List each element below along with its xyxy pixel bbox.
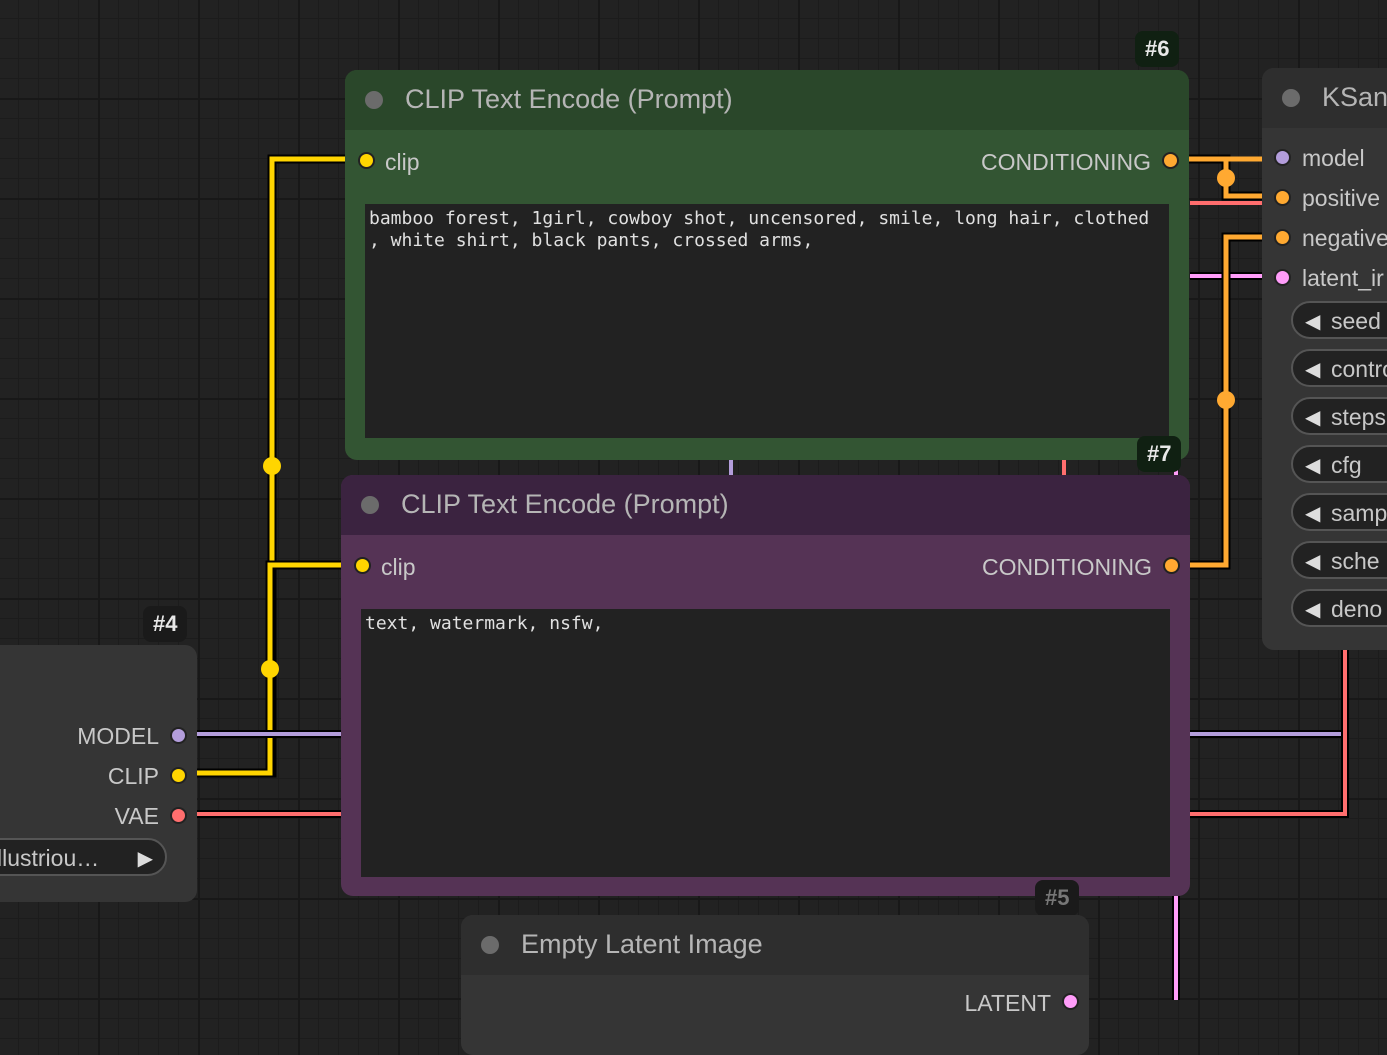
decrement-arrow-icon[interactable]: ◀ xyxy=(1305,599,1321,621)
widget-label: contro xyxy=(1331,356,1387,382)
conditioning-wire-midpoint[interactable] xyxy=(1217,169,1235,187)
prompt-text-area[interactable]: bamboo forest, 1girl, cowboy shot, uncen… xyxy=(365,204,1169,438)
clip-input-slot[interactable] xyxy=(358,152,375,169)
node-title: CLIP Text Encode (Prompt) xyxy=(405,84,733,114)
clip-wire-midpoint[interactable] xyxy=(261,660,279,678)
latent-output-slot[interactable] xyxy=(1062,993,1079,1010)
scheduler-widget[interactable]: ◀ sche xyxy=(1291,541,1387,579)
decrement-arrow-icon[interactable]: ◀ xyxy=(1305,455,1321,477)
latent-input-label: latent_ir xyxy=(1302,265,1384,291)
increment-arrow-icon[interactable]: ▶ xyxy=(137,848,153,870)
conditioning-output-label: CONDITIONING xyxy=(981,149,1151,175)
clip-output-label: CLIP xyxy=(107,763,159,789)
positive-input-slot[interactable] xyxy=(1274,189,1291,206)
decrement-arrow-icon[interactable]: ◀ xyxy=(1305,551,1321,573)
node-title-bar[interactable]: CLIP Text Encode (Prompt) xyxy=(345,70,1189,130)
model-output-slot[interactable] xyxy=(170,727,187,744)
conditioning-wire-midpoint[interactable] xyxy=(1217,391,1235,409)
latent-output-label: LATENT xyxy=(964,990,1051,1016)
conditioning-output-slot[interactable] xyxy=(1163,557,1180,574)
widget-label: seed xyxy=(1331,308,1381,334)
collapse-dot-icon[interactable] xyxy=(361,496,379,514)
seed-widget[interactable]: ◀ seed xyxy=(1291,301,1387,339)
negative-input-label: negative xyxy=(1302,225,1387,251)
ckpt-name-widget[interactable]: llustriou… ▶ xyxy=(0,838,167,876)
clip-input-label: clip xyxy=(385,149,420,175)
conditioning-output-slot[interactable] xyxy=(1162,152,1179,169)
decrement-arrow-icon[interactable]: ◀ xyxy=(1305,359,1321,381)
clip-text-encode-positive-node[interactable]: CLIP Text Encode (Prompt) clip CONDITION… xyxy=(345,70,1189,460)
clip-wire-midpoint[interactable] xyxy=(263,457,281,475)
ksampler-node[interactable]: KSan model positive negative latent_ir ◀… xyxy=(1262,68,1387,650)
model-output-label: MODEL xyxy=(77,723,159,749)
decrement-arrow-icon[interactable]: ◀ xyxy=(1305,503,1321,525)
model-input-label: model xyxy=(1302,145,1365,171)
widget-label: samp xyxy=(1331,500,1387,526)
node-id-badge: #6 xyxy=(1135,31,1180,67)
widget-label: sche xyxy=(1331,548,1380,574)
checkpoint-loader-node[interactable]: MODEL CLIP VAE llustriou… ▶ xyxy=(0,645,197,902)
collapse-dot-icon[interactable] xyxy=(1282,89,1300,107)
decrement-arrow-icon[interactable]: ◀ xyxy=(1305,311,1321,333)
node-title: Empty Latent Image xyxy=(521,929,763,959)
vae-output-label: VAE xyxy=(114,803,159,829)
node-id-badge: #5 xyxy=(1035,880,1080,916)
denoise-widget[interactable]: ◀ deno xyxy=(1291,589,1387,627)
ckpt-name-value: llustriou… xyxy=(0,845,100,871)
clip-output-slot[interactable] xyxy=(170,767,187,784)
widget-label: deno xyxy=(1331,596,1383,622)
conditioning-output-label: CONDITIONING xyxy=(982,554,1152,580)
decrement-arrow-icon[interactable]: ◀ xyxy=(1305,407,1321,429)
node-id-badge: #4 xyxy=(143,606,188,642)
clip-input-slot[interactable] xyxy=(354,557,371,574)
sampler-name-widget[interactable]: ◀ samp xyxy=(1291,493,1387,531)
node-title: KSan xyxy=(1322,82,1387,112)
prompt-text-area[interactable]: text, watermark, nsfw, xyxy=(361,609,1170,877)
widget-label: steps xyxy=(1331,404,1386,430)
collapse-dot-icon[interactable] xyxy=(481,936,499,954)
widget-label: cfg xyxy=(1331,452,1362,478)
empty-latent-image-node[interactable]: Empty Latent Image LATENT xyxy=(461,915,1089,1055)
clip-input-label: clip xyxy=(381,554,416,580)
node-id-badge: #7 xyxy=(1137,436,1182,472)
node-title-bar[interactable]: Empty Latent Image xyxy=(461,915,1089,975)
latent-input-slot[interactable] xyxy=(1274,269,1291,286)
control-after-generate-widget[interactable]: ◀ contro xyxy=(1291,349,1387,387)
model-input-slot[interactable] xyxy=(1274,149,1291,166)
node-title: CLIP Text Encode (Prompt) xyxy=(401,489,729,519)
positive-input-label: positive xyxy=(1302,185,1380,211)
cfg-widget[interactable]: ◀ cfg xyxy=(1291,445,1387,483)
steps-widget[interactable]: ◀ steps xyxy=(1291,397,1387,435)
node-title-bar[interactable]: CLIP Text Encode (Prompt) xyxy=(341,475,1190,535)
node-title-bar[interactable]: KSan xyxy=(1262,68,1387,128)
vae-output-slot[interactable] xyxy=(170,807,187,824)
clip-text-encode-negative-node[interactable]: CLIP Text Encode (Prompt) clip CONDITION… xyxy=(341,475,1190,896)
collapse-dot-icon[interactable] xyxy=(365,91,383,109)
negative-input-slot[interactable] xyxy=(1274,229,1291,246)
